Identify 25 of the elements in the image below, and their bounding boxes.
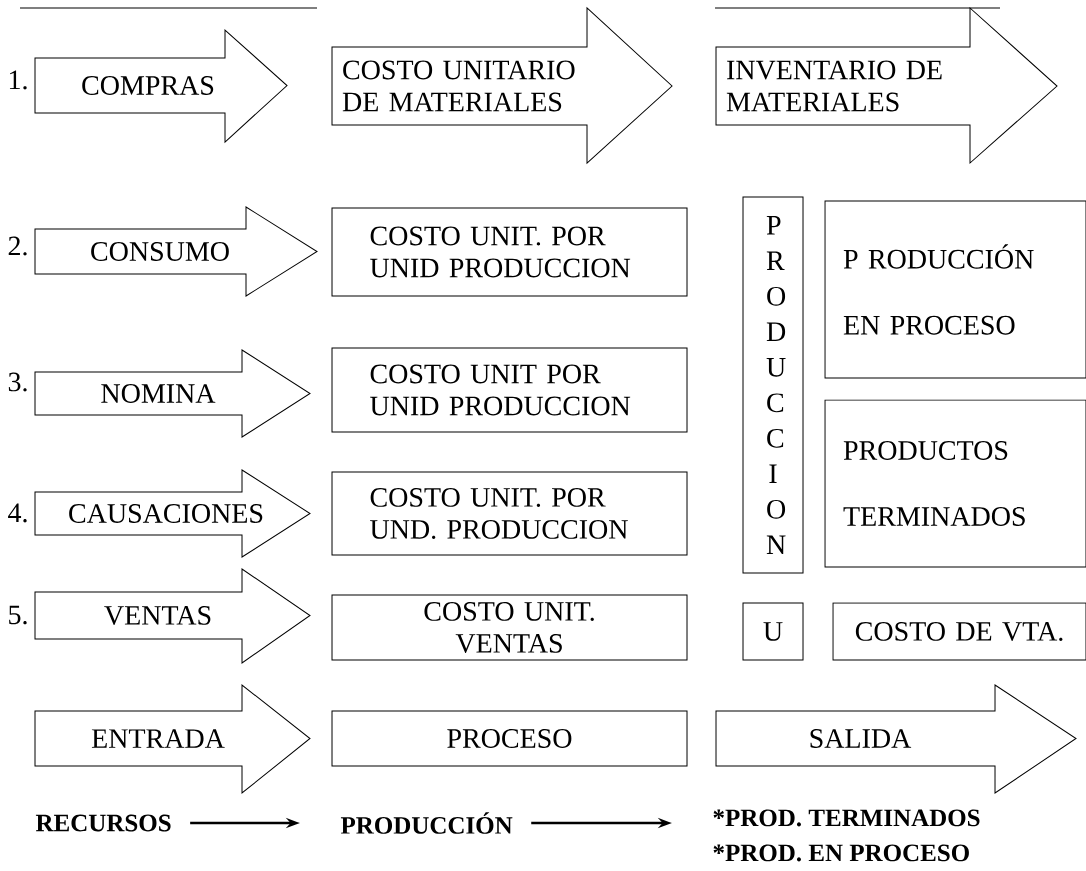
arrow-shaped-box: CONSUMO <box>34 206 318 297</box>
step-number: 3. <box>8 372 27 392</box>
bold-text: *PROD. TERMINADOS *PROD. EN PROCESO <box>713 809 980 862</box>
process-box: U <box>742 602 804 661</box>
arrow-shaped-box: INVENTARIO DE MATERIALES <box>715 7 1058 164</box>
bold-text: PRODUCCIÓN <box>340 812 513 834</box>
arrow-shaped-box: ENTRADA <box>34 684 311 794</box>
process-box: PRODUCTOS TERMINADOS <box>824 399 1086 568</box>
bold-text: RECURSOS <box>35 814 171 832</box>
arrow-shaped-box: NOMINA <box>34 349 311 438</box>
process-box: COSTO UNIT. VENTAS <box>331 594 688 661</box>
arrow-shaped-box: CAUSACIONES <box>34 469 311 558</box>
step-number: 4. <box>8 503 27 523</box>
process-box: COSTO DE VTA. <box>832 602 1086 661</box>
arrow-shaped-box: COMPRAS <box>34 29 288 143</box>
process-box: COSTO UNIT. POR UND. PRODUCCION <box>331 471 688 556</box>
arrow-shaped-box: VENTAS <box>34 568 311 664</box>
process-box: COSTO UNIT POR UNID PRODUCCION <box>331 347 688 433</box>
process-box: P RODUCCIÓN EN PROCESO <box>824 200 1086 379</box>
process-box: COSTO UNIT. POR UNID PRODUCCION <box>331 207 688 297</box>
process-box: PROCESO <box>331 710 688 767</box>
vertical-box: P R O D U C C I O N <box>742 196 804 574</box>
arrow-shaped-box: COSTO UNITARIO DE MATERIALES <box>331 7 673 164</box>
step-number: 5. <box>9 605 27 625</box>
arrow-shaped-box: SALIDA <box>715 684 1077 794</box>
